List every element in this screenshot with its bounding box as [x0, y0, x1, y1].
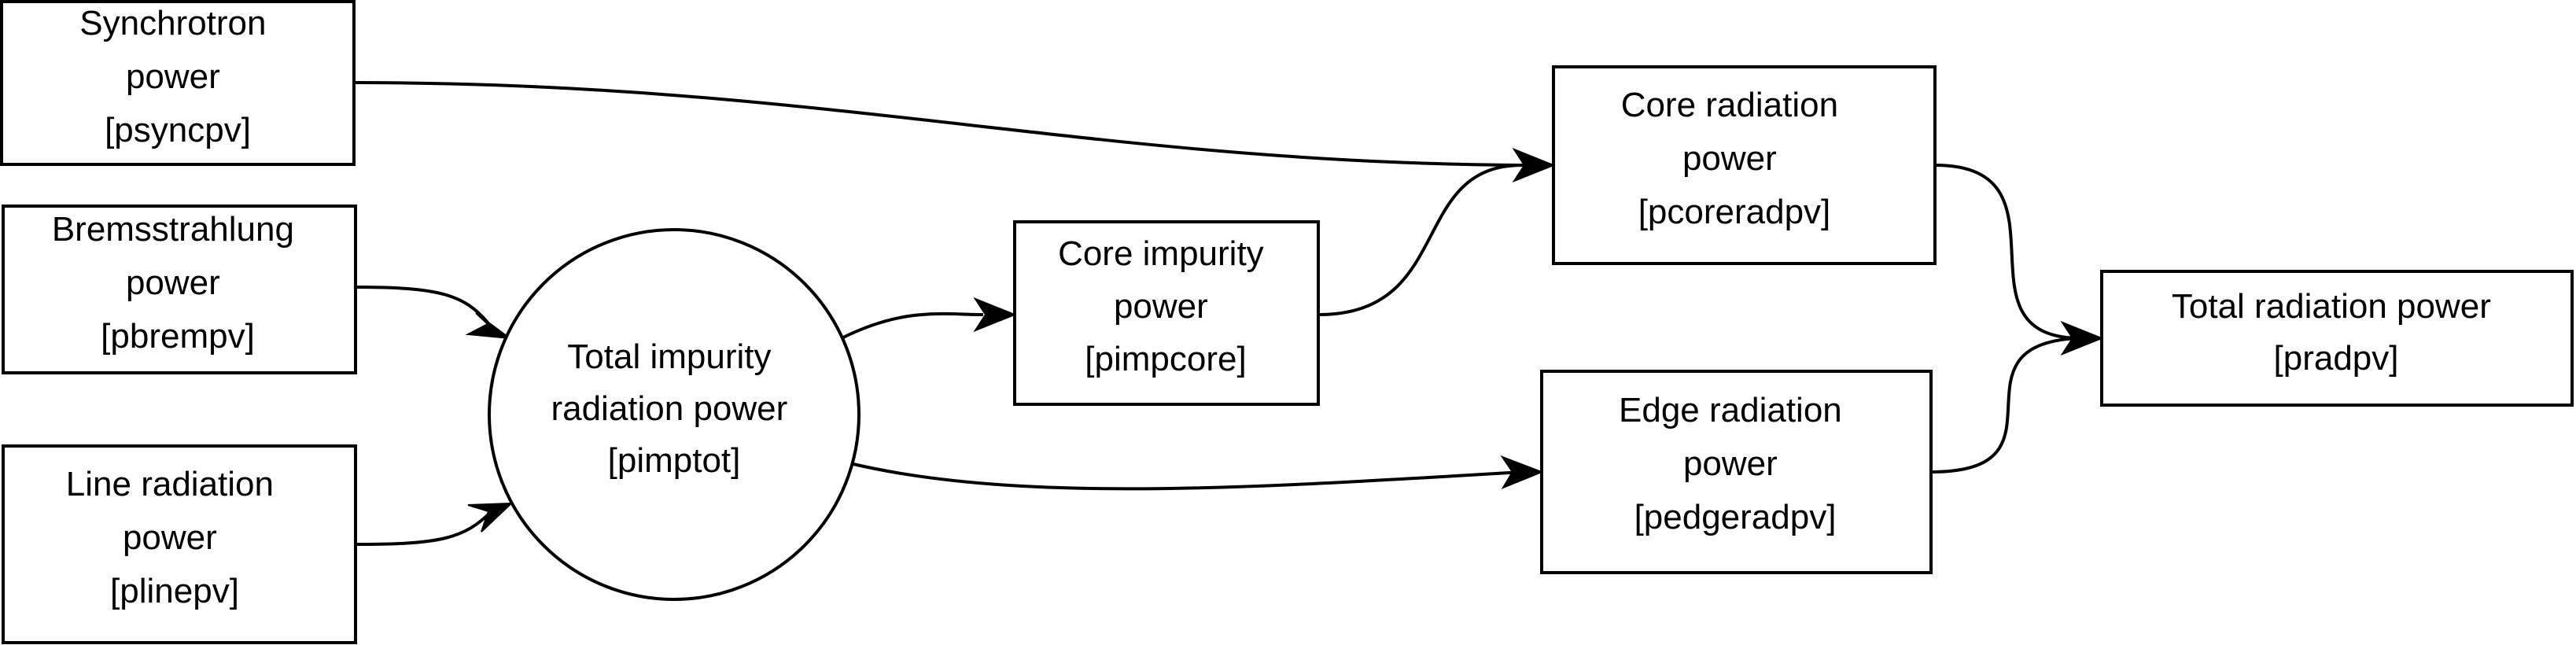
node-circle: [488, 228, 861, 601]
arrowhead-pimpcore-in: [973, 297, 1017, 333]
arrowhead-prad-in: [2060, 320, 2104, 356]
node-label-line: Edge radiation: [1619, 391, 1842, 429]
svg-text:Core impurity power: Core impurity power [pimpcore]: [1058, 234, 1273, 378]
edge-pimpcore-to-pcorerad: [1317, 164, 1523, 316]
node-box: [2100, 270, 2574, 407]
node-label-line: Bremsstrahlung: [52, 210, 294, 249]
node-label-line: Synchrotron: [79, 4, 266, 42]
node-label-line: power: [126, 264, 220, 302]
node-box: [2, 205, 357, 374]
node-total-radiation-power: Total radiation power [pradpv]: [2100, 270, 2574, 407]
node-box: [2, 444, 357, 644]
node-box: [1540, 370, 1933, 574]
node-box: [0, 0, 356, 166]
node-label-line: power: [123, 518, 217, 557]
node-label-line: [pbrempv]: [101, 317, 255, 356]
svg-text:Synchrotron power: Synchrotron power [psyncpv]: [79, 4, 275, 149]
node-label-line: [pimpcore]: [1085, 340, 1246, 378]
node-label-line: power: [1682, 139, 1777, 178]
node-label-line: Total impurity: [567, 337, 771, 376]
node-label-line: [pedgeradpv]: [1634, 498, 1837, 536]
node-label-line: Total radiation power: [2172, 287, 2491, 326]
node-label-line: Core radiation: [1621, 86, 1838, 124]
arrowhead-pimptot-in-upper: [465, 312, 513, 340]
arrowhead-pedgerad-in: [1500, 455, 1544, 490]
node-bremsstrahlung-power: Bremsstrahlung power [pbrempv]: [2, 205, 357, 374]
arrowhead-pimptot-in-lower: [467, 502, 514, 533]
edge-pedgerad-to-prad: [1930, 337, 2077, 474]
node-total-impurity-radiation-power: Total impurity radiation power [pimptot]: [488, 228, 861, 601]
edge-pimptot-to-pimpcore: [841, 311, 984, 340]
edge-pimptot-to-pedgerad: [853, 463, 1523, 491]
svg-text:Line radiation power: Line radiation power [plinepv]: [66, 465, 283, 610]
edge-pline-to-pimptot: [355, 510, 493, 546]
edge-psync-to-pcorerad: [355, 81, 1539, 167]
node-label-line: Line radiation: [66, 465, 274, 503]
node-core-radiation-power: Core radiation power [pcoreradpv]: [1552, 65, 1937, 265]
node-edge-radiation-power: Edge radiation power [pedgeradpv]: [1540, 370, 1933, 574]
node-core-impurity-power: Core impurity power [pimpcore]: [1013, 220, 1320, 406]
node-label-line: Core impurity: [1058, 234, 1264, 273]
node-label-line: [pcoreradpv]: [1638, 193, 1831, 231]
svg-text:Core radiation power: Core radiation power [pcoreradpv]: [1621, 86, 1848, 231]
node-label-line: power: [1114, 287, 1208, 326]
node-label-line: [plinepv]: [110, 572, 239, 610]
node-label-line: [pradpv]: [2274, 339, 2399, 378]
node-label-line: power: [1683, 444, 1778, 483]
svg-text:Total radiation power [p: Total radiation power [pradpv]: [2172, 287, 2500, 378]
node-label-line: [psyncpv]: [105, 111, 251, 149]
node-label-line: radiation power: [551, 389, 787, 428]
edge-pcorerad-to-prad: [1934, 164, 2077, 340]
arrowhead-pcorerad-in-top: [1512, 147, 1556, 183]
node-label-line: power: [126, 57, 220, 96]
svg-text:Edge radiation power: Edge radiation power [pedgeradpv]: [1619, 391, 1852, 536]
edges: [355, 81, 2104, 546]
svg-text:Total impurity radiation: Total impurity radiation power [pimptot]: [551, 337, 797, 480]
node-box: [1013, 220, 1320, 406]
node-box: [1552, 65, 1937, 265]
node-line-radiation-power: Line radiation power [plinepv]: [2, 444, 357, 644]
edge-pbrem-to-pimptot: [355, 286, 489, 324]
node-synchrotron-power: Synchrotron power [psyncpv]: [0, 0, 356, 166]
node-label-line: [pimptot]: [608, 441, 741, 480]
svg-text:Bremsstrahlung power: Bremsstrahlung power [pbrempv]: [52, 210, 304, 356]
